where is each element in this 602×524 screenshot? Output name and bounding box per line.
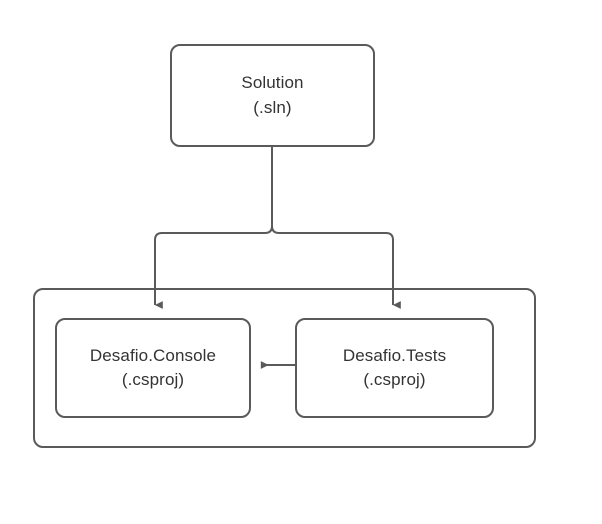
solution-node-line1: Solution [241,73,304,93]
tests-project-node-line2: (.csproj) [363,370,426,389]
tests-project-node-line1: Desafio.Tests [342,345,447,365]
tests-project-node[interactable]: Desafio.Tests (.csproj) [295,318,494,418]
console-project-node-line2: (.csproj) [121,370,185,389]
solution-node-line2: (.sln) [253,97,292,117]
edge-solution-to-tests [271,147,401,309]
console-project-node-line1: Desafio.Console [89,345,217,365]
solution-node[interactable]: Solution (.sln) [170,44,375,147]
edge-solution-to-console [154,147,273,309]
console-project-node[interactable]: Desafio.Console (.csproj) [55,318,251,418]
projects-group-container[interactable] [33,288,536,448]
